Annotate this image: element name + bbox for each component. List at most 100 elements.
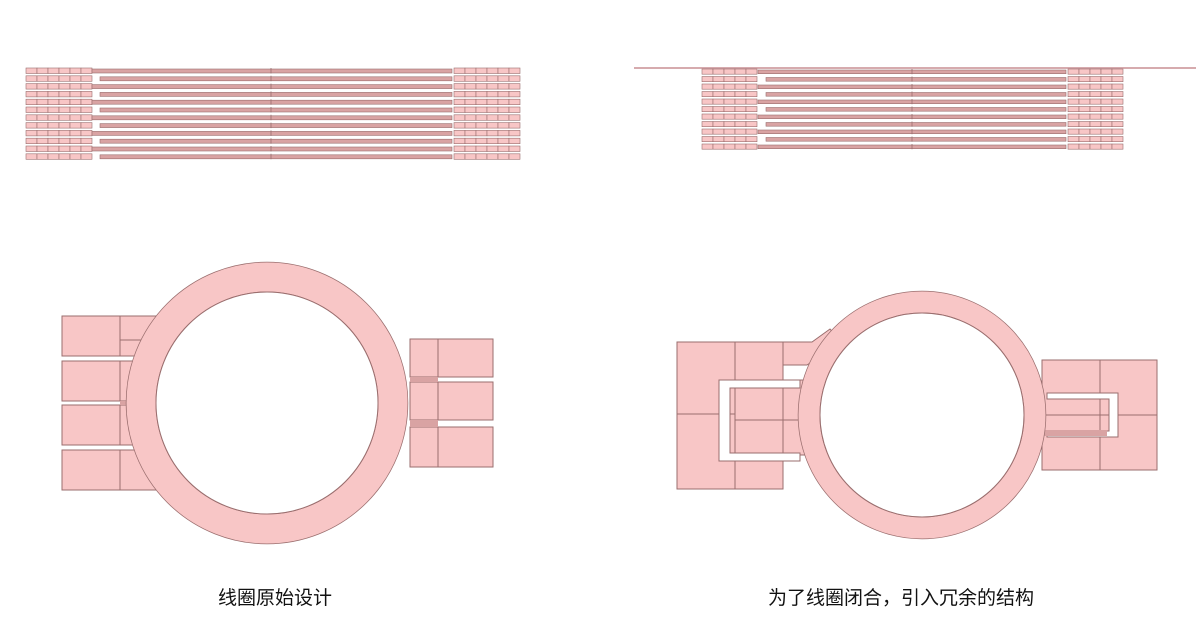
layer-pad-cell [58,106,71,113]
layer-pad-cell [1111,68,1124,75]
layer-pad-cell [734,76,747,82]
layer-pad-cell [25,67,38,74]
layer-pad-cell [701,136,714,142]
coil-layer-strip [91,99,453,105]
layer-pad-cell [475,98,488,106]
layer-pad-cell [47,122,60,129]
layer-pad-cell [25,153,38,160]
layer-pad-cell [486,130,499,137]
layer-pad-cell [1100,76,1113,82]
layer-pad-cell [1100,128,1113,135]
layer-pad-cell [712,121,725,127]
layer-pad-cell [1111,83,1124,90]
layer-pad-cell [1089,121,1102,127]
layer-pad-cell [745,106,758,112]
redundant-closing-loop [718,379,801,462]
layer-pad-cell [1078,68,1091,75]
layer-pad-cell [475,75,488,82]
layer-pad-cell [475,91,488,98]
layer-pad-cell [58,137,71,144]
layer-pad-cell [712,76,725,82]
left-side-view [22,62,522,167]
coil-layer-strip [99,123,453,128]
layer-pad-cell [1100,68,1113,75]
layer-pad-cell [712,68,725,75]
layer-pad-cell [1067,68,1080,75]
layer-pad-cell [745,121,758,127]
terminal-pad [437,426,494,468]
layer-pad-cell [475,106,488,113]
layer-pad-cell [1100,83,1113,90]
terminal-pad [1041,359,1101,416]
layer-pad-cell [1089,113,1102,120]
layer-pad-cell [36,75,49,82]
layer-pad-cell [475,122,488,129]
layer-pad-cell [497,153,510,160]
right-caption: 为了线圈闭合，引入冗余的结构 [768,587,1035,609]
layer-pad-cell [1111,113,1124,120]
layer-pad-cell [508,75,521,82]
layer-pad-cell [80,145,93,152]
layer-pad-cell [701,68,714,75]
layer-pad-cell [464,130,477,137]
layer-pad-cell [47,137,60,144]
layer-pad-cell [69,106,82,113]
layer-pad-cell [1078,83,1091,90]
layer-pad-cell [36,98,49,106]
layer-pad-cell [734,83,747,90]
layer-pad-cell [734,91,747,97]
layer-pad-cell [69,122,82,129]
layer-pad-cell [712,106,725,112]
layer-pad-cell [1067,128,1080,135]
layer-pad-cell [1067,136,1080,142]
layer-pad-cell [723,106,736,112]
layer-pad-cell [497,114,510,121]
layer-pad-cell [47,75,60,82]
layer-pad-cell [36,91,49,98]
coil-layer-strip [91,115,453,121]
layer-pad-cell [475,153,488,160]
layer-pad-cell [1111,91,1124,97]
layer-pad-cell [508,114,521,121]
layer-pad-cell [1089,98,1102,105]
terminal-pad [409,381,439,421]
layer-pad-cell [712,98,725,105]
layer-pad-cell [80,83,93,90]
layer-pad-cell [475,67,488,74]
layer-pad-cell [464,75,477,82]
layer-pad-cell [486,153,499,160]
layer-pad-cell [1100,143,1113,150]
layer-pad-cell [497,122,510,129]
ring-inner-hole [155,291,379,515]
layer-pad-cell [701,128,714,135]
coil-layer-stack [701,68,1124,150]
layer-pad-cell [25,91,38,98]
layer-pad-cell [25,106,38,113]
layer-pad-cell [80,114,93,121]
layer-pad-cell [80,106,93,113]
layer-pad-cell [36,153,49,160]
layer-pad-cell [1067,91,1080,97]
layer-pad-cell [1067,143,1080,150]
layer-pad-cell [734,128,747,135]
layer-pad-cell [497,75,510,82]
layer-pad-cell [508,83,521,90]
layer-pad-cell [1111,128,1124,135]
layer-pad-cell [453,106,466,113]
terminal-pad [61,449,121,491]
layer-pad-cell [1078,128,1091,135]
layer-pad-cell [25,98,38,106]
layer-pad-cell [1078,143,1091,150]
layer-pad-cell [723,143,736,150]
layer-pad-cell [723,113,736,120]
layer-pad-cell [701,98,714,105]
layer-pad-cell [58,153,71,160]
coil-layer-strip [91,84,453,89]
layer-pad-cell [1067,106,1080,112]
layer-pad-cell [25,145,38,152]
layer-pad-cell [69,130,82,137]
right-top-view [672,285,1167,550]
layer-pad-cell [69,91,82,98]
layer-pad-cell [69,114,82,121]
layer-pad-cell [508,106,521,113]
